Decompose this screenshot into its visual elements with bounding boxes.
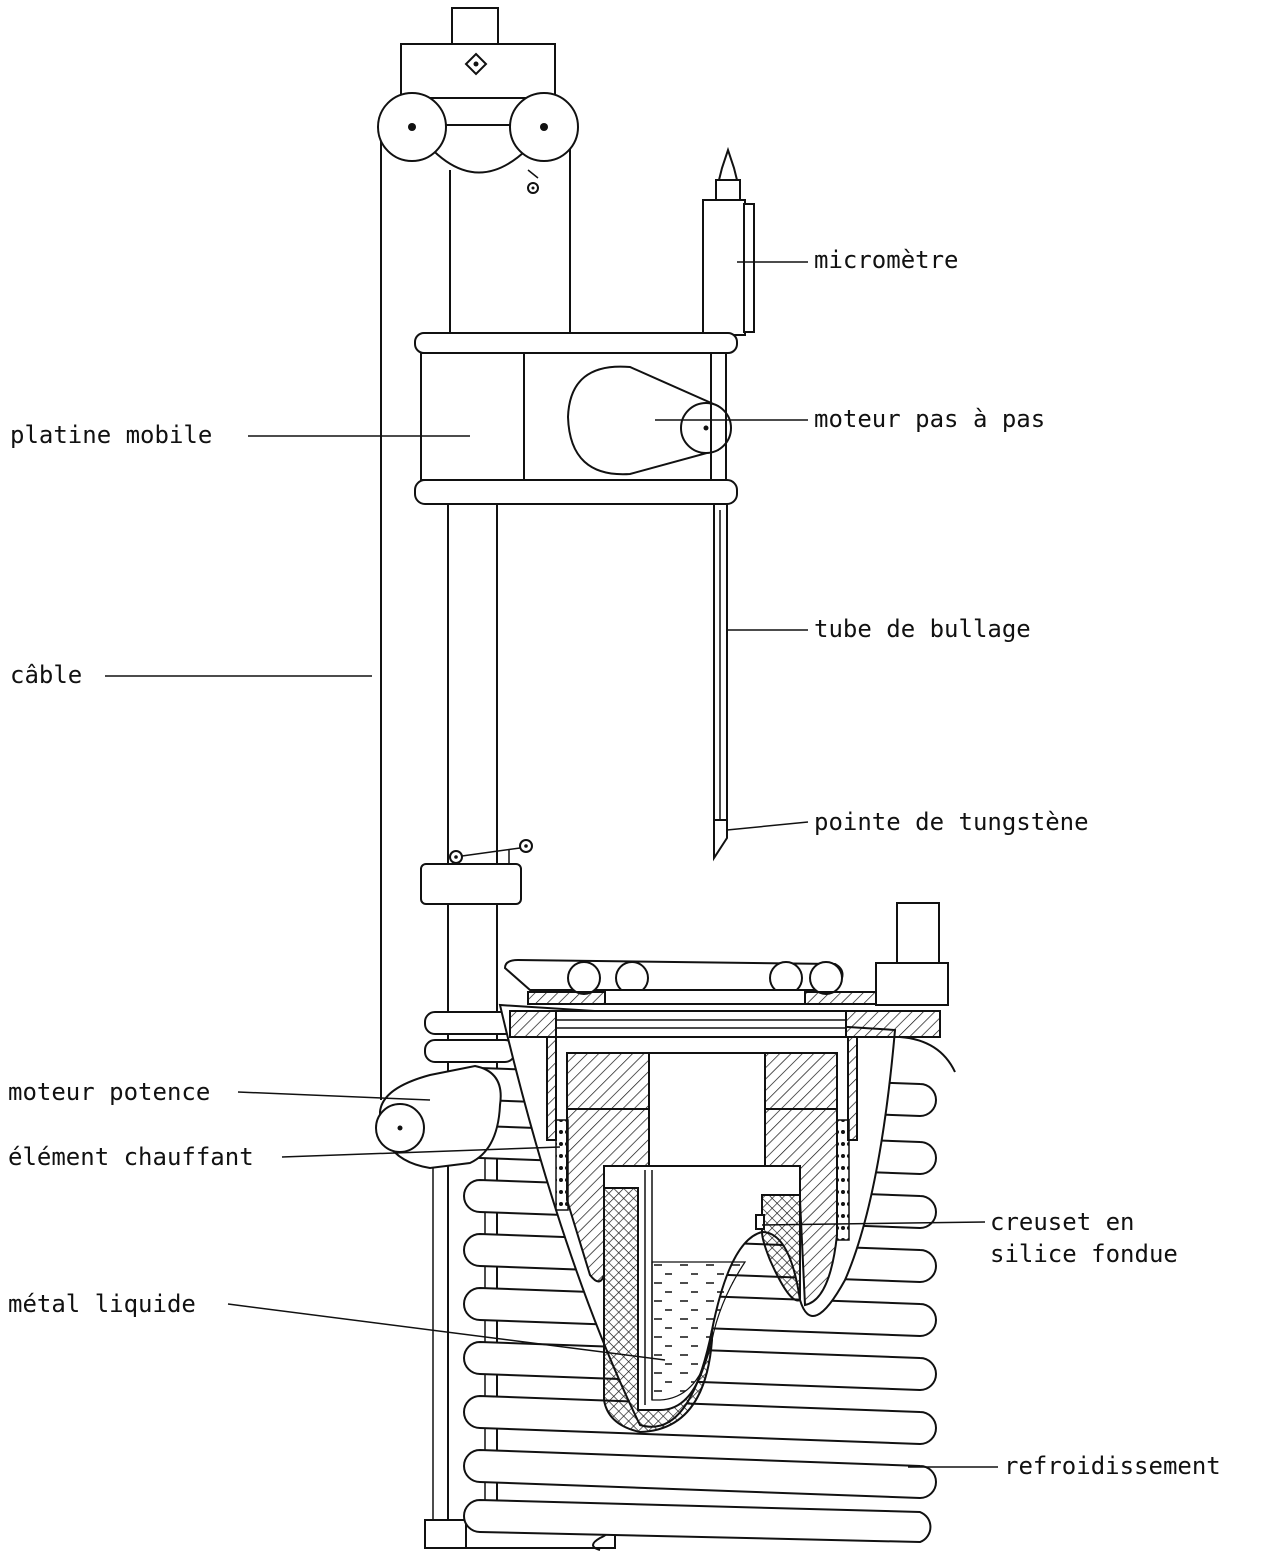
label-micrometre: micromètre xyxy=(814,246,959,274)
potence-motor xyxy=(375,1064,502,1170)
label-element-chauffant: élément chauffant xyxy=(8,1143,254,1171)
pulley-assembly xyxy=(377,7,579,194)
label-metal-liquide: métal liquide xyxy=(8,1290,196,1318)
leader-lines xyxy=(105,261,998,1468)
label-moteur-potence: moteur potence xyxy=(8,1078,210,1106)
mobile-stage xyxy=(414,332,738,505)
label-pointe-de-tungstene: pointe de tungstène xyxy=(814,808,1089,836)
label-moteur-pas-a-pas: moteur pas à pas xyxy=(814,405,1045,433)
furnace xyxy=(498,902,956,1434)
label-creuset-line2: silice fondue xyxy=(990,1240,1178,1268)
label-platine-mobile: platine mobile xyxy=(10,421,212,449)
tungsten-tip xyxy=(713,819,728,862)
label-tube-de-bullage: tube de bullage xyxy=(814,615,1031,643)
liquid-metal xyxy=(651,1261,747,1401)
bubbling-tube xyxy=(713,504,728,862)
label-creuset-line1: creuset en xyxy=(990,1208,1135,1236)
labels: micromètre platine mobile moteur pas à p… xyxy=(8,246,1221,1480)
column-clamp xyxy=(420,839,533,905)
label-refroidissement: refroidissement xyxy=(1004,1452,1221,1480)
label-cable: câble xyxy=(10,661,82,689)
micrometer xyxy=(702,146,755,336)
